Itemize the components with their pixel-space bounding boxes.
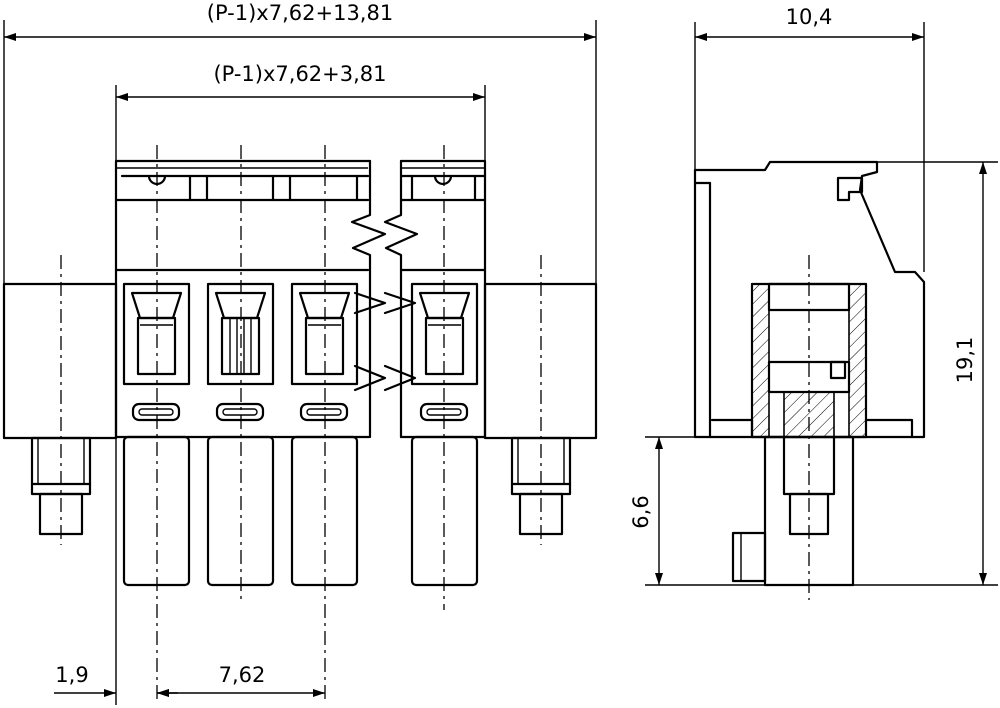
dimension-labels: (P-1)x7,62+13,81 (P-1)x7,62+3,81 10,4 19… [55, 1, 977, 687]
side-view [693, 160, 926, 600]
overall-width-label: (P-1)x7,62+13,81 [207, 1, 393, 25]
body-width-label: (P-1)x7,62+3,81 [213, 62, 386, 86]
body-right [399, 159, 487, 439]
side-depth-label: 10,4 [786, 5, 833, 29]
right-flange [483, 282, 598, 440]
side-height-label: 19,1 [953, 337, 977, 384]
break-line-right [383, 159, 419, 439]
front-view [2, 145, 598, 700]
left-flange [2, 282, 118, 440]
side-body-outline [693, 160, 926, 439]
break-line-left [350, 159, 387, 439]
edge-offset-label: 1,9 [55, 663, 88, 687]
side-latch [731, 531, 767, 583]
body-left [114, 159, 372, 439]
pin-height-label: 6,6 [629, 495, 653, 528]
dimension-lines [3, 20, 998, 705]
pitch-label: 7,62 [219, 663, 266, 687]
